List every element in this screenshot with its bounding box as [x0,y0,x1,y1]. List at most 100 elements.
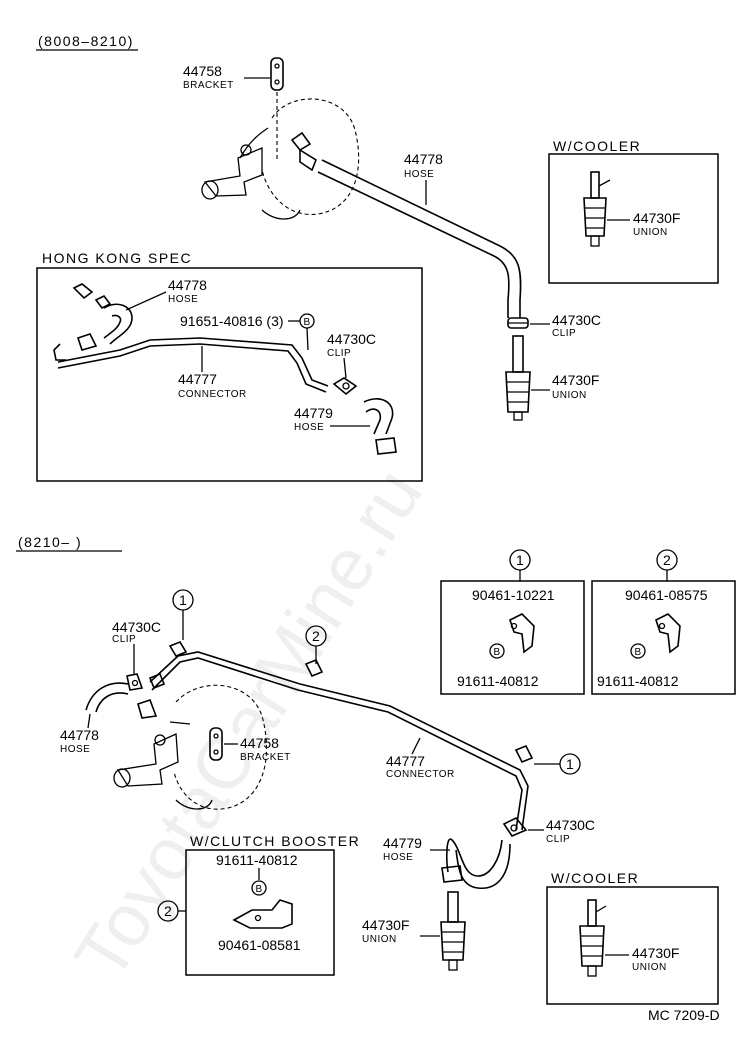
hk-hose-44779 [363,398,397,455]
bracket-hole [274,63,280,69]
hk-clip-part: 44730C [327,331,376,347]
hk-bolt-part: 91651-40816 (3) [180,313,284,329]
top-w-cooler-part: 44730F [633,210,680,226]
bottom-bracket-part: 44758 [240,735,279,751]
bottom-brake-booster [113,684,268,810]
leader [343,357,347,379]
detail-1-bolt-symbol-circle [489,643,505,659]
top-bracket-part: 44758 [183,63,222,79]
bottom-hose-right [441,838,511,890]
top-hose-name: HOSE [404,169,434,180]
leader [411,737,421,755]
top-w-cooler-union [583,171,611,247]
detail-2-callout: 2 [663,552,671,568]
clutch-booster-callout: 2 [164,903,172,919]
detail-2-box [591,580,736,695]
detail-1-bolt-symbol: B [494,647,501,658]
bottom-hose-left-part: 44778 [60,727,99,743]
hong-kong-box [36,267,423,482]
callout-2-label: 2 [312,628,320,644]
top-w-cooler-box [548,153,719,284]
bottom-clip-right-part: 44730C [546,817,595,833]
bottom-range-label: (8210– ) [18,534,82,550]
bottom-connector-name: CONNECTOR [386,769,455,780]
bottom-union-part: 44730F [362,917,409,933]
top-w-cooler-title: W/COOLER [553,138,641,154]
bottom-hose-right-name: HOSE [383,852,413,863]
detail-1-box [440,580,585,695]
bottom-clamp-right [514,744,534,764]
callout-1b-circle [559,753,581,775]
detail-2-bolt: 91611-40812 [597,673,679,689]
leader [306,327,309,351]
bottom-hose-right-part: 44779 [383,835,422,851]
top-bracket-part-shape [270,57,284,91]
hk-hose-44778 [53,283,133,361]
hk-hose-part: 44778 [168,277,207,293]
clutch-booster-clamp-shape [232,899,293,929]
callout-1-label: 1 [179,592,187,608]
detail-1-clamp: 90461-10221 [472,587,555,603]
clutch-booster-bolt: 91611-40812 [216,852,298,868]
top-bracket-name: BRACKET [183,80,234,91]
bottom-clip-left-part: 44730C [112,619,161,635]
detail-2-bolt-symbol: B [635,647,642,658]
leader [87,713,91,729]
clutch-booster-box [185,849,335,976]
hk-clip-name: CLIP [327,348,351,359]
hk-connector-name: CONNECTOR [178,389,247,400]
bottom-union-44730f [440,891,466,971]
top-hose-44778-outer [321,159,522,318]
bottom-clip-left [126,673,144,691]
hk-connector-tube-b [57,343,327,393]
clutch-booster-bolt-symbol: B [256,884,263,895]
bottom-bracket-44758 [209,727,223,761]
clutch-booster-clamp: 90461-08581 [218,937,301,953]
hk-hose2-name: HOSE [294,422,324,433]
bottom-clip-top [168,641,188,657]
bottom-clip-right-name: CLIP [546,834,570,845]
detail-2-bolt-symbol-circle [630,643,646,659]
bottom-bracket-name: BRACKET [240,752,291,763]
hk-hose-name: HOSE [168,294,198,305]
bottom-w-cooler-title: W/COOLER [551,870,639,886]
bottom-connector-part: 44777 [386,753,425,769]
top-hose-part: 44778 [404,151,443,167]
hk-hose2-part: 44779 [294,405,333,421]
top-range-label: (8008–8210) [38,33,134,49]
bottom-hose-left [85,672,166,719]
detail-1-bolt: 91611-40812 [457,673,539,689]
bottom-w-cooler-union [579,899,607,977]
detail-2-clamp-shape [655,613,681,654]
detail-1-callout: 1 [516,552,524,568]
top-union-name: UNION [552,390,587,401]
clutch-booster-title: W/CLUTCH BOOSTER [190,833,360,849]
top-brake-booster [201,98,360,220]
top-hose-44778-inner [317,171,510,318]
bottom-hose-left-name: HOSE [60,744,90,755]
detail-1-clamp-shape [509,613,535,654]
bottom-clip-left-name: CLIP [112,634,136,645]
bottom-clip-right [502,817,528,837]
hk-connector-part: 44777 [178,371,217,387]
bottom-w-cooler-box [546,886,719,1005]
leader [125,291,167,311]
bottom-w-cooler-name: UNION [632,962,667,973]
bottom-w-cooler-part: 44730F [632,945,679,961]
top-clip-44730c [507,317,529,329]
top-union-part: 44730F [552,372,599,388]
bottom-connector-tube-b [151,657,523,831]
callout-1b-label: 1 [566,756,574,772]
bracket-hole [274,79,280,85]
clutch-booster-bolt-symbol-circle [251,880,267,896]
hk-connector-tube-a [57,337,329,387]
bottom-union-name: UNION [362,934,397,945]
detail-2-clamp: 90461-08575 [625,587,708,603]
bottom-mid-clamp [304,658,324,678]
hk-bolt-symbol: B [304,317,311,328]
top-clip-name: CLIP [552,328,576,339]
top-union-44730f [505,335,531,421]
hk-clip-44730c [332,377,358,396]
top-w-cooler-name: UNION [633,227,668,238]
